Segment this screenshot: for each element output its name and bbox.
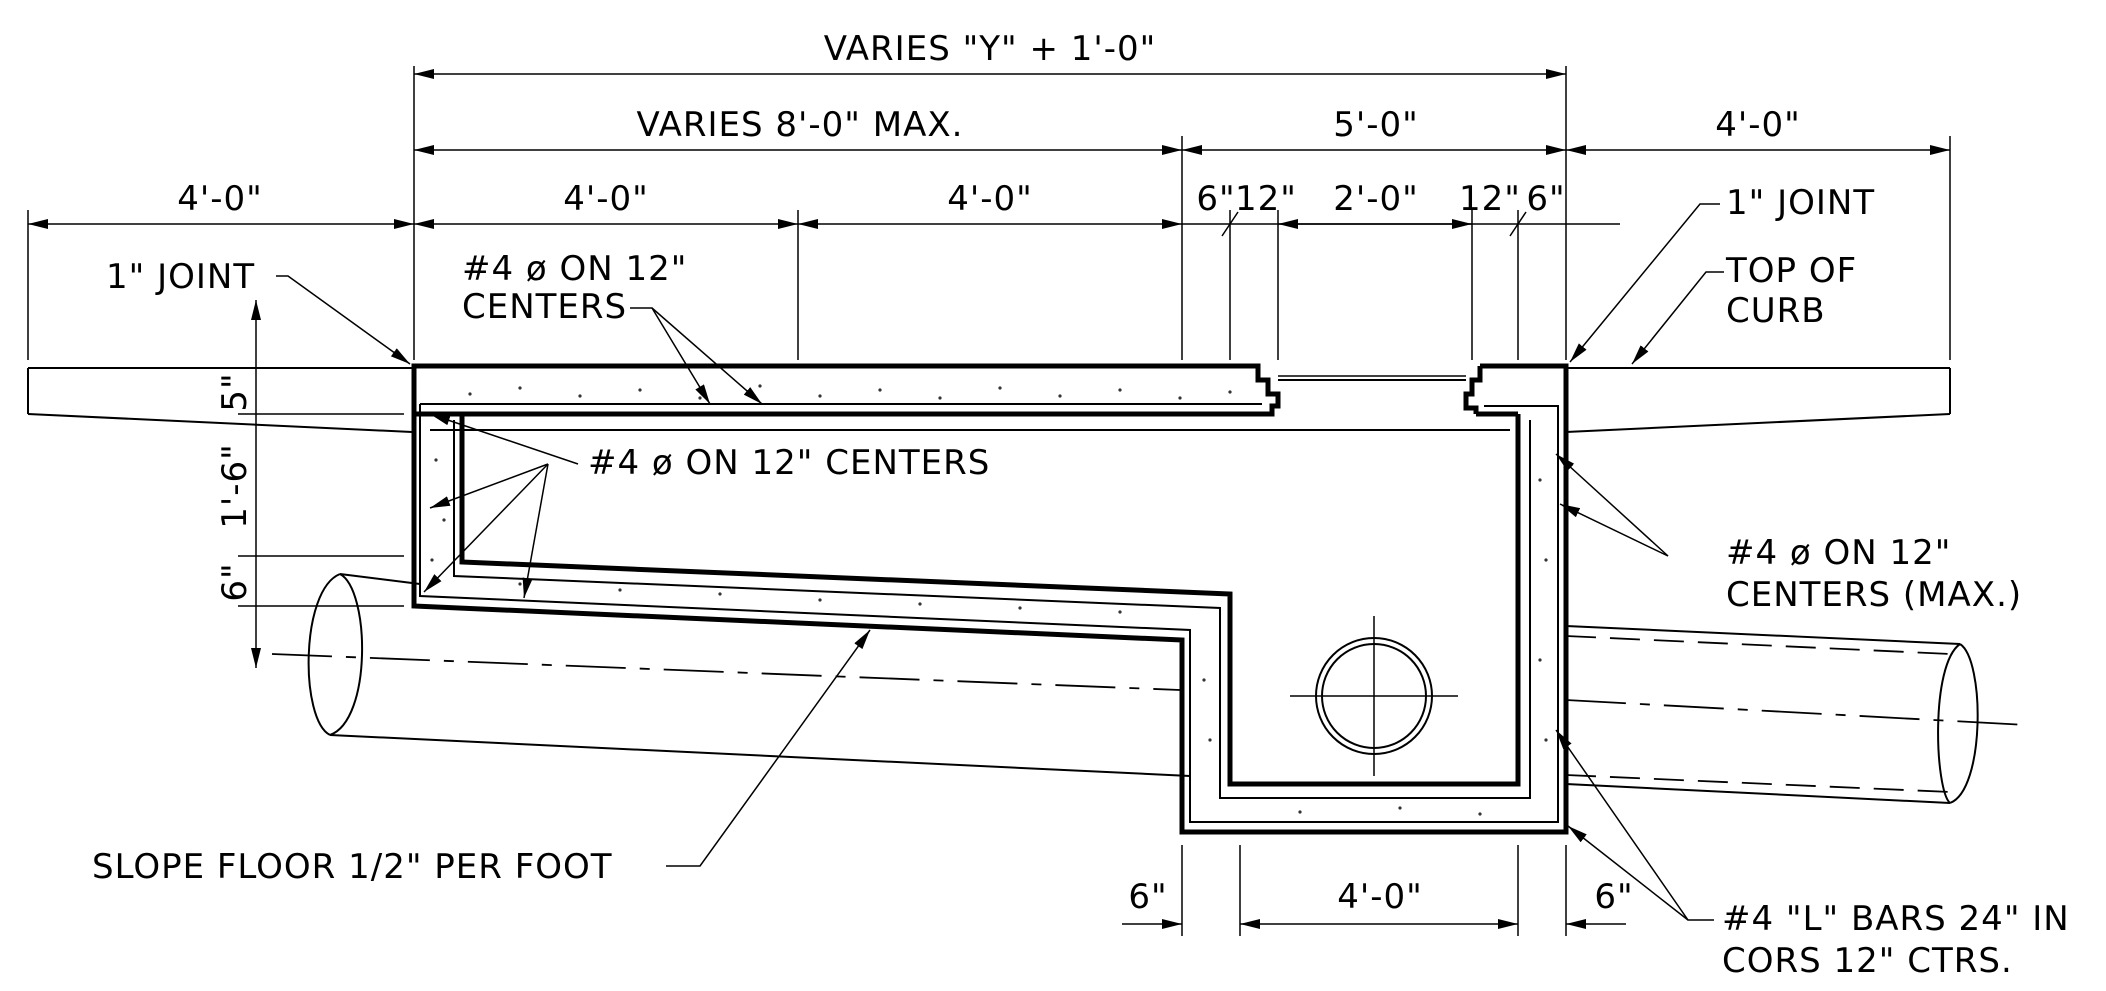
label-top-of-curb-2: CURB xyxy=(1726,291,1826,331)
dim-overall-top: VARIES "Y" + 1'-0" xyxy=(824,29,1157,69)
label-rebar-top-1: #4 ø ON 12" xyxy=(462,249,687,289)
dim-varies-max: VARIES 8'-0" MAX. xyxy=(637,105,964,145)
label-rebar-top-2: CENTERS xyxy=(462,287,627,327)
sidewalk-slab-left xyxy=(27,367,413,433)
dim-two-ft: 2'-0" xyxy=(1333,179,1419,219)
dim-six-in-a: 6" xyxy=(1196,179,1235,219)
dim-six-in-vert: 6" xyxy=(215,562,255,601)
dimension-text: VARIES "Y" + 1'-0" VARIES 8'-0" MAX. 5'-… xyxy=(177,29,1801,917)
dim-five-ft: 5'-0" xyxy=(1333,105,1419,145)
concrete-structure xyxy=(411,363,1569,835)
label-joint-left: 1" JOINT xyxy=(106,257,255,297)
leader-lines xyxy=(276,203,1724,921)
pipe-opening-circle xyxy=(1290,616,1458,776)
label-lbars-2: CORS 12" CTRS. xyxy=(1722,941,2013,981)
inlet-pipe-left xyxy=(271,573,1191,777)
dim-four-ft-right: 4'-0" xyxy=(1715,105,1801,145)
label-rebar-right-2: CENTERS (MAX.) xyxy=(1726,575,2022,615)
label-rebar-left: #4 ø ON 12" CENTERS xyxy=(588,443,990,483)
label-top-of-curb-1: TOP OF xyxy=(1725,251,1857,291)
annotation-labels: 1" JOINT 1" JOINT TOP OF CURB #4 ø ON 12… xyxy=(92,183,2070,981)
dim-four-ft-left: 4'-0" xyxy=(177,179,263,219)
rebar-lines xyxy=(419,403,1559,823)
label-rebar-right-1: #4 ø ON 12" xyxy=(1726,533,1951,573)
dimension-lines xyxy=(28,69,1950,929)
dim-twelve-in-a: 12" xyxy=(1235,179,1297,219)
dim-five-in: 5" xyxy=(215,372,255,411)
dim-four-ft-b: 4'-0" xyxy=(947,179,1033,219)
dim-bottom-six-left: 6" xyxy=(1128,877,1167,917)
sidewalk-slab-right xyxy=(1565,367,1951,433)
dim-four-ft-a: 4'-0" xyxy=(563,179,649,219)
label-slope: SLOPE FLOOR 1/2" PER FOOT xyxy=(92,847,613,887)
dim-twelve-in-b: 12" xyxy=(1459,179,1521,219)
label-lbars-1: #4 "L" BARS 24" IN xyxy=(1722,899,2070,939)
outlet-pipe-right xyxy=(1565,625,2027,804)
dim-six-in-b: 6" xyxy=(1526,179,1565,219)
dim-bottom-four-ft: 4'-0" xyxy=(1337,877,1423,917)
label-joint-right: 1" JOINT xyxy=(1726,183,1875,223)
dim-bottom-six-right: 6" xyxy=(1594,877,1633,917)
dim-one-six: 1'-6" xyxy=(215,443,255,529)
